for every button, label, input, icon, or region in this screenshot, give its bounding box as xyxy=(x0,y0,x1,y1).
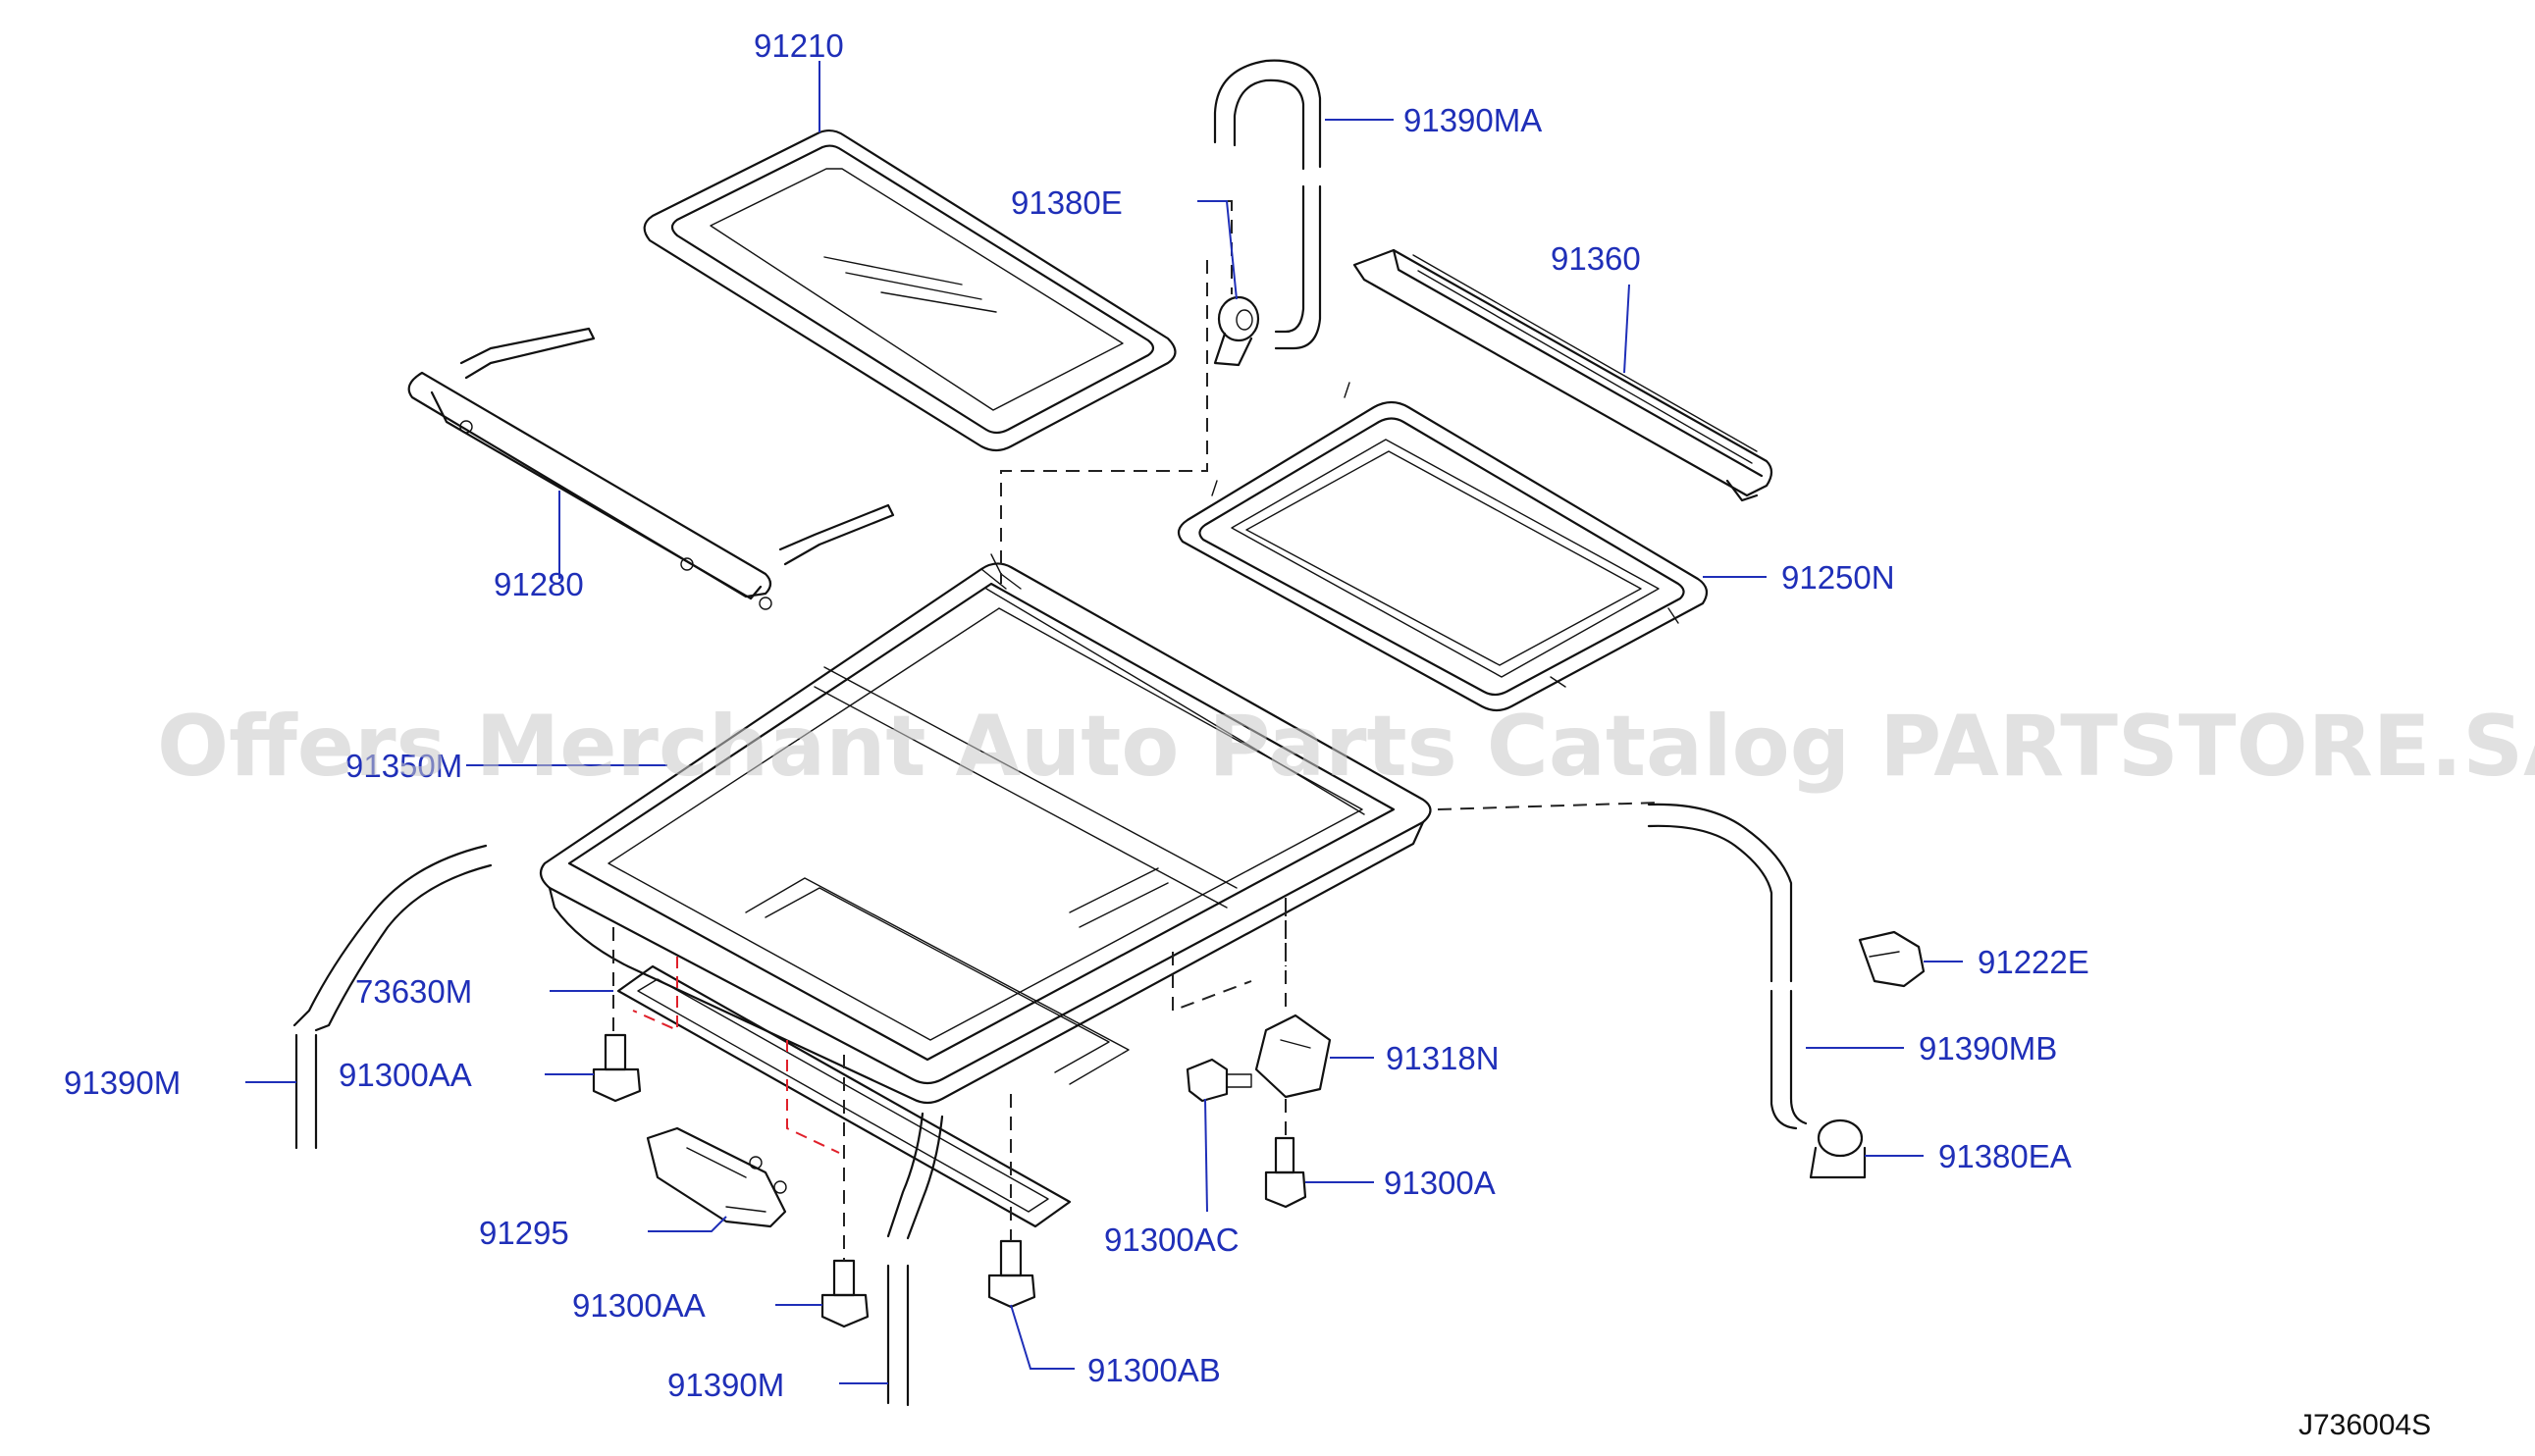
callout-motor[interactable]: 91295 xyxy=(479,1215,569,1251)
callout-drain-clip-ea[interactable]: 91380EA xyxy=(1938,1138,2072,1174)
bolt-a-part[interactable] xyxy=(1264,1136,1307,1209)
motor-part[interactable] xyxy=(646,1126,787,1228)
leader-lines xyxy=(245,61,1963,1384)
callout-bolt-aa-lower[interactable]: 91300AA xyxy=(572,1287,706,1324)
callout-bracket-91318n[interactable]: 91318N xyxy=(1386,1040,1500,1076)
drain-hose-left-upper-part[interactable] xyxy=(292,844,493,1150)
drain-hose-rear-right-part[interactable] xyxy=(1647,803,1808,1130)
drain-hose-left-lower-part[interactable] xyxy=(886,1112,944,1407)
bracket-91318n-part[interactable] xyxy=(1254,1014,1332,1099)
callout-glass-lid[interactable]: 91210 xyxy=(754,27,844,64)
main-frame-part[interactable] xyxy=(539,553,1432,1105)
sunshade-part[interactable] xyxy=(407,327,895,610)
drawing-code: J736004S xyxy=(2298,1409,2431,1441)
drain-hose-front-right-part[interactable] xyxy=(1213,59,1322,350)
callout-bolt-ac[interactable]: 91300AC xyxy=(1104,1222,1240,1258)
callout-clip-91222e[interactable]: 91222E xyxy=(1978,944,2089,980)
bolt-ac-part[interactable] xyxy=(1186,1058,1252,1103)
bolt-aa-upper-part[interactable] xyxy=(592,1033,642,1103)
bracket-73630m-part[interactable] xyxy=(616,964,1072,1228)
watermark-text: Offers Merchant Auto Parts Catalog PARTS… xyxy=(157,698,2535,796)
callout-drain-clip-e[interactable]: 91380E xyxy=(1011,184,1123,221)
drain-clip-ea-part[interactable] xyxy=(1809,1118,1867,1179)
callout-wind-deflector[interactable]: 91360 xyxy=(1551,240,1641,277)
callout-drain-hose-front-right[interactable]: 91390MA xyxy=(1403,102,1542,138)
clip-91222e-part[interactable] xyxy=(1858,930,1926,988)
callout-drain-hose-left-lower[interactable]: 91390M xyxy=(667,1367,784,1403)
callout-bolt-a[interactable]: 91300A xyxy=(1384,1165,1496,1201)
callout-sunshade[interactable]: 91280 xyxy=(494,566,584,602)
callout-drain-hose-rear-right[interactable]: 91390MB xyxy=(1919,1030,2057,1066)
bolt-aa-lower-part[interactable] xyxy=(820,1259,870,1328)
glass-lid-part[interactable] xyxy=(643,129,1177,452)
frame-assembly-part[interactable] xyxy=(1177,382,1709,712)
drain-clip-e-part[interactable] xyxy=(1213,295,1260,367)
callout-frame-assembly[interactable]: 91250N xyxy=(1781,559,1895,596)
callout-bracket-73630m[interactable]: 73630M xyxy=(355,973,472,1010)
callout-frame-rail[interactable]: 91350M xyxy=(345,748,462,784)
callout-bolt-ab[interactable]: 91300AB xyxy=(1087,1352,1221,1388)
bolt-ab-part[interactable] xyxy=(987,1239,1036,1309)
wind-deflector-part[interactable] xyxy=(1352,248,1773,502)
callout-bolt-aa-upper[interactable]: 91300AA xyxy=(339,1057,472,1093)
callout-drain-hose-left-upper[interactable]: 91390M xyxy=(64,1065,181,1101)
